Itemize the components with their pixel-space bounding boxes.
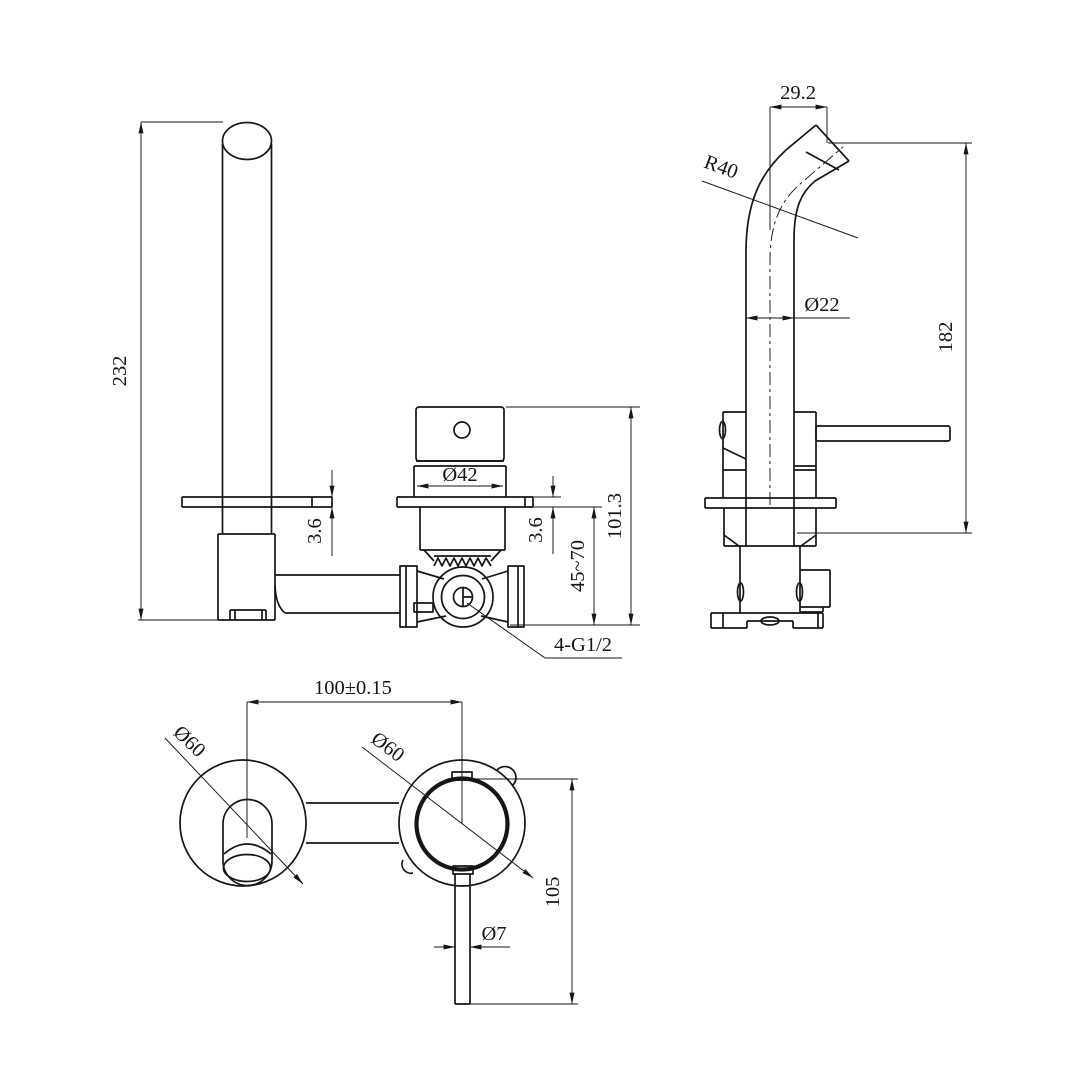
thread-relief [433,555,492,567]
dim-spout-height: 232 [109,121,223,621]
handle-housing-side [718,411,951,498]
dim-handle-length: 105 [470,778,578,1005]
dim-label-29-2: 29.2 [780,82,816,104]
dim-label-60-right: Ø60 [367,728,408,767]
handle-lever-side [815,425,951,442]
left-port-flange [399,565,418,628]
dim-label-100: 100±0.15 [314,677,392,699]
dim-label-22: Ø22 [804,294,839,316]
dim-label-60-left: Ø60 [169,722,210,762]
spout-outlet-ellipse [222,853,272,883]
housing-slot [718,420,727,440]
valve-wall-plate [396,496,534,508]
port-hole-right [795,582,804,602]
dim-spout-plate-thickness: 3.6 [304,470,335,556]
valve-cap-hole [453,421,471,439]
handle-lever-plan [454,874,471,1005]
side-view: 29.2 R40 Ø22 182 [701,82,972,629]
dim-valve-total-height: 101.3 [506,406,640,626]
dim-label-4-g12: 4-G1/2 [554,634,612,656]
dim-spout-tip-offset: 29.2 [769,82,828,230]
bottom-port [760,616,780,626]
dim-label-42: Ø42 [442,464,477,486]
spout-side-outline [745,124,850,547]
valve-port-outer [432,566,494,628]
spout-flange-circle [179,759,307,887]
in-wall-body-side [710,508,831,629]
dim-label-182: 182 [935,322,957,353]
dim-valve-trim-diameter: Ø42 [416,464,504,489]
valve-cap [415,406,505,462]
dim-spout-rise: 182 [797,142,972,534]
dim-bend-radius: R40 [701,151,859,239]
dim-label-3-6-mid: 3.6 [525,517,547,543]
spout-wall-plate-front [181,496,333,508]
spout-escutcheon [179,759,307,887]
dim-label-45-70: 45~70 [567,540,589,592]
elbow-body-front [217,533,400,621]
plan-view: 100±0.15 Ø60 Ø60 105 Ø7 [164,677,578,1005]
dim-label-7: Ø7 [481,923,506,945]
port-hole-left [736,582,745,602]
spout-front-outline [221,121,273,534]
dim-valve-plate-thickness: 3.6 [525,476,602,554]
right-port-flange [507,565,525,628]
spout-boss-stadium [222,798,273,887]
dim-label-3-6-left: 3.6 [304,518,326,544]
dim-label-232: 232 [109,356,131,387]
valve-port-inner [440,574,486,620]
dim-label-105: 105 [542,877,564,908]
dim-label-101-3: 101.3 [604,493,626,539]
wall-plate-side [704,497,837,509]
dim-tube-diameter: Ø22 [745,294,850,321]
left-port-ledge [413,602,434,613]
connecting-bar [306,802,399,844]
dim-connection-thread: 4-G1/2 [466,602,622,659]
bottom-tab [452,865,474,875]
dim-mount-depth-range: 45~70 [510,506,640,626]
mixer-valve-front [396,406,534,628]
spout-tip-ellipse [221,121,273,161]
dim-label-r40: R40 [701,151,741,183]
dim-lever-tip-diameter: Ø7 [434,923,510,950]
front-view: 232 3.6 Ø42 3.6 45~70 101.3 [109,121,640,659]
dim-center-distance: 100±0.15 [246,677,463,838]
spout-centerline [769,146,844,505]
